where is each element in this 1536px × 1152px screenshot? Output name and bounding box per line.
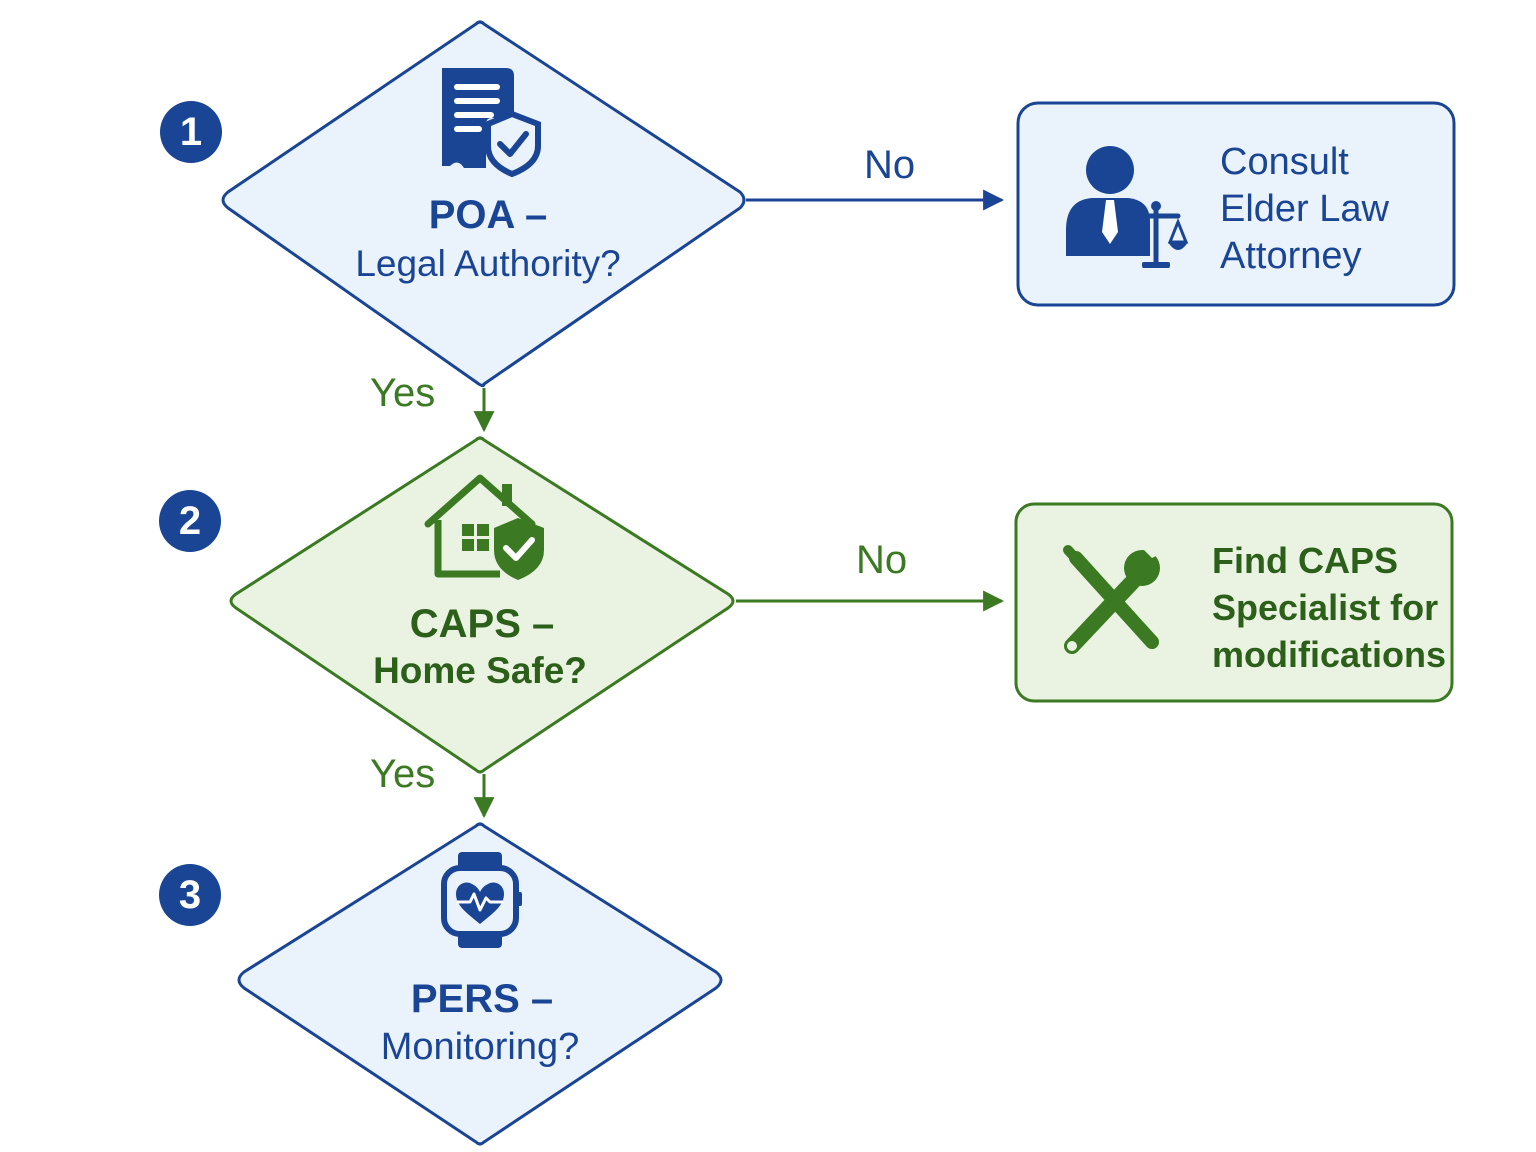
decision-question-2: Home Safe?	[373, 650, 587, 691]
attorney-scales-icon	[1066, 146, 1189, 268]
decision-diamond-poa	[221, 20, 746, 388]
decision-question-3: Monitoring?	[380, 1026, 580, 1068]
outcome-line: Elder Law	[1220, 188, 1389, 230]
decision-title-1: POA –	[428, 193, 548, 237]
yes-label-1: Yes	[370, 371, 436, 415]
outcome-line: Find CAPS	[1212, 540, 1398, 581]
document-shield-icon	[442, 68, 541, 178]
step-badge-2: 2	[159, 490, 221, 552]
decision-diamond-pers	[237, 822, 723, 1146]
outcome-text-caps-specialist: Find CAPS Specialist for modifications	[1212, 537, 1446, 678]
no-label-2: No	[856, 538, 908, 582]
decision-question-1: Legal Authority?	[355, 243, 621, 284]
decision-title-2: CAPS –	[409, 602, 555, 646]
decision-diamond-caps	[229, 436, 735, 774]
home-shield-icon	[424, 474, 544, 580]
outcome-box-caps-specialist	[1014, 502, 1454, 703]
step-badge-3: 3	[159, 864, 221, 926]
no-label-1: No	[864, 143, 916, 187]
tools-icon	[1063, 540, 1164, 654]
smartwatch-heart-icon	[441, 852, 522, 948]
outcome-line: Consult	[1220, 141, 1349, 183]
step-badge-1: 1	[160, 101, 222, 163]
outcome-line: Attorney	[1220, 235, 1362, 277]
outcome-text-attorney: Consult Elder Law Attorney	[1220, 139, 1389, 280]
yes-label-2: Yes	[370, 752, 436, 796]
decision-title-3: PERS –	[410, 977, 554, 1021]
outcome-line: Specialist for	[1212, 587, 1439, 628]
outcome-line: modifications	[1212, 634, 1447, 675]
